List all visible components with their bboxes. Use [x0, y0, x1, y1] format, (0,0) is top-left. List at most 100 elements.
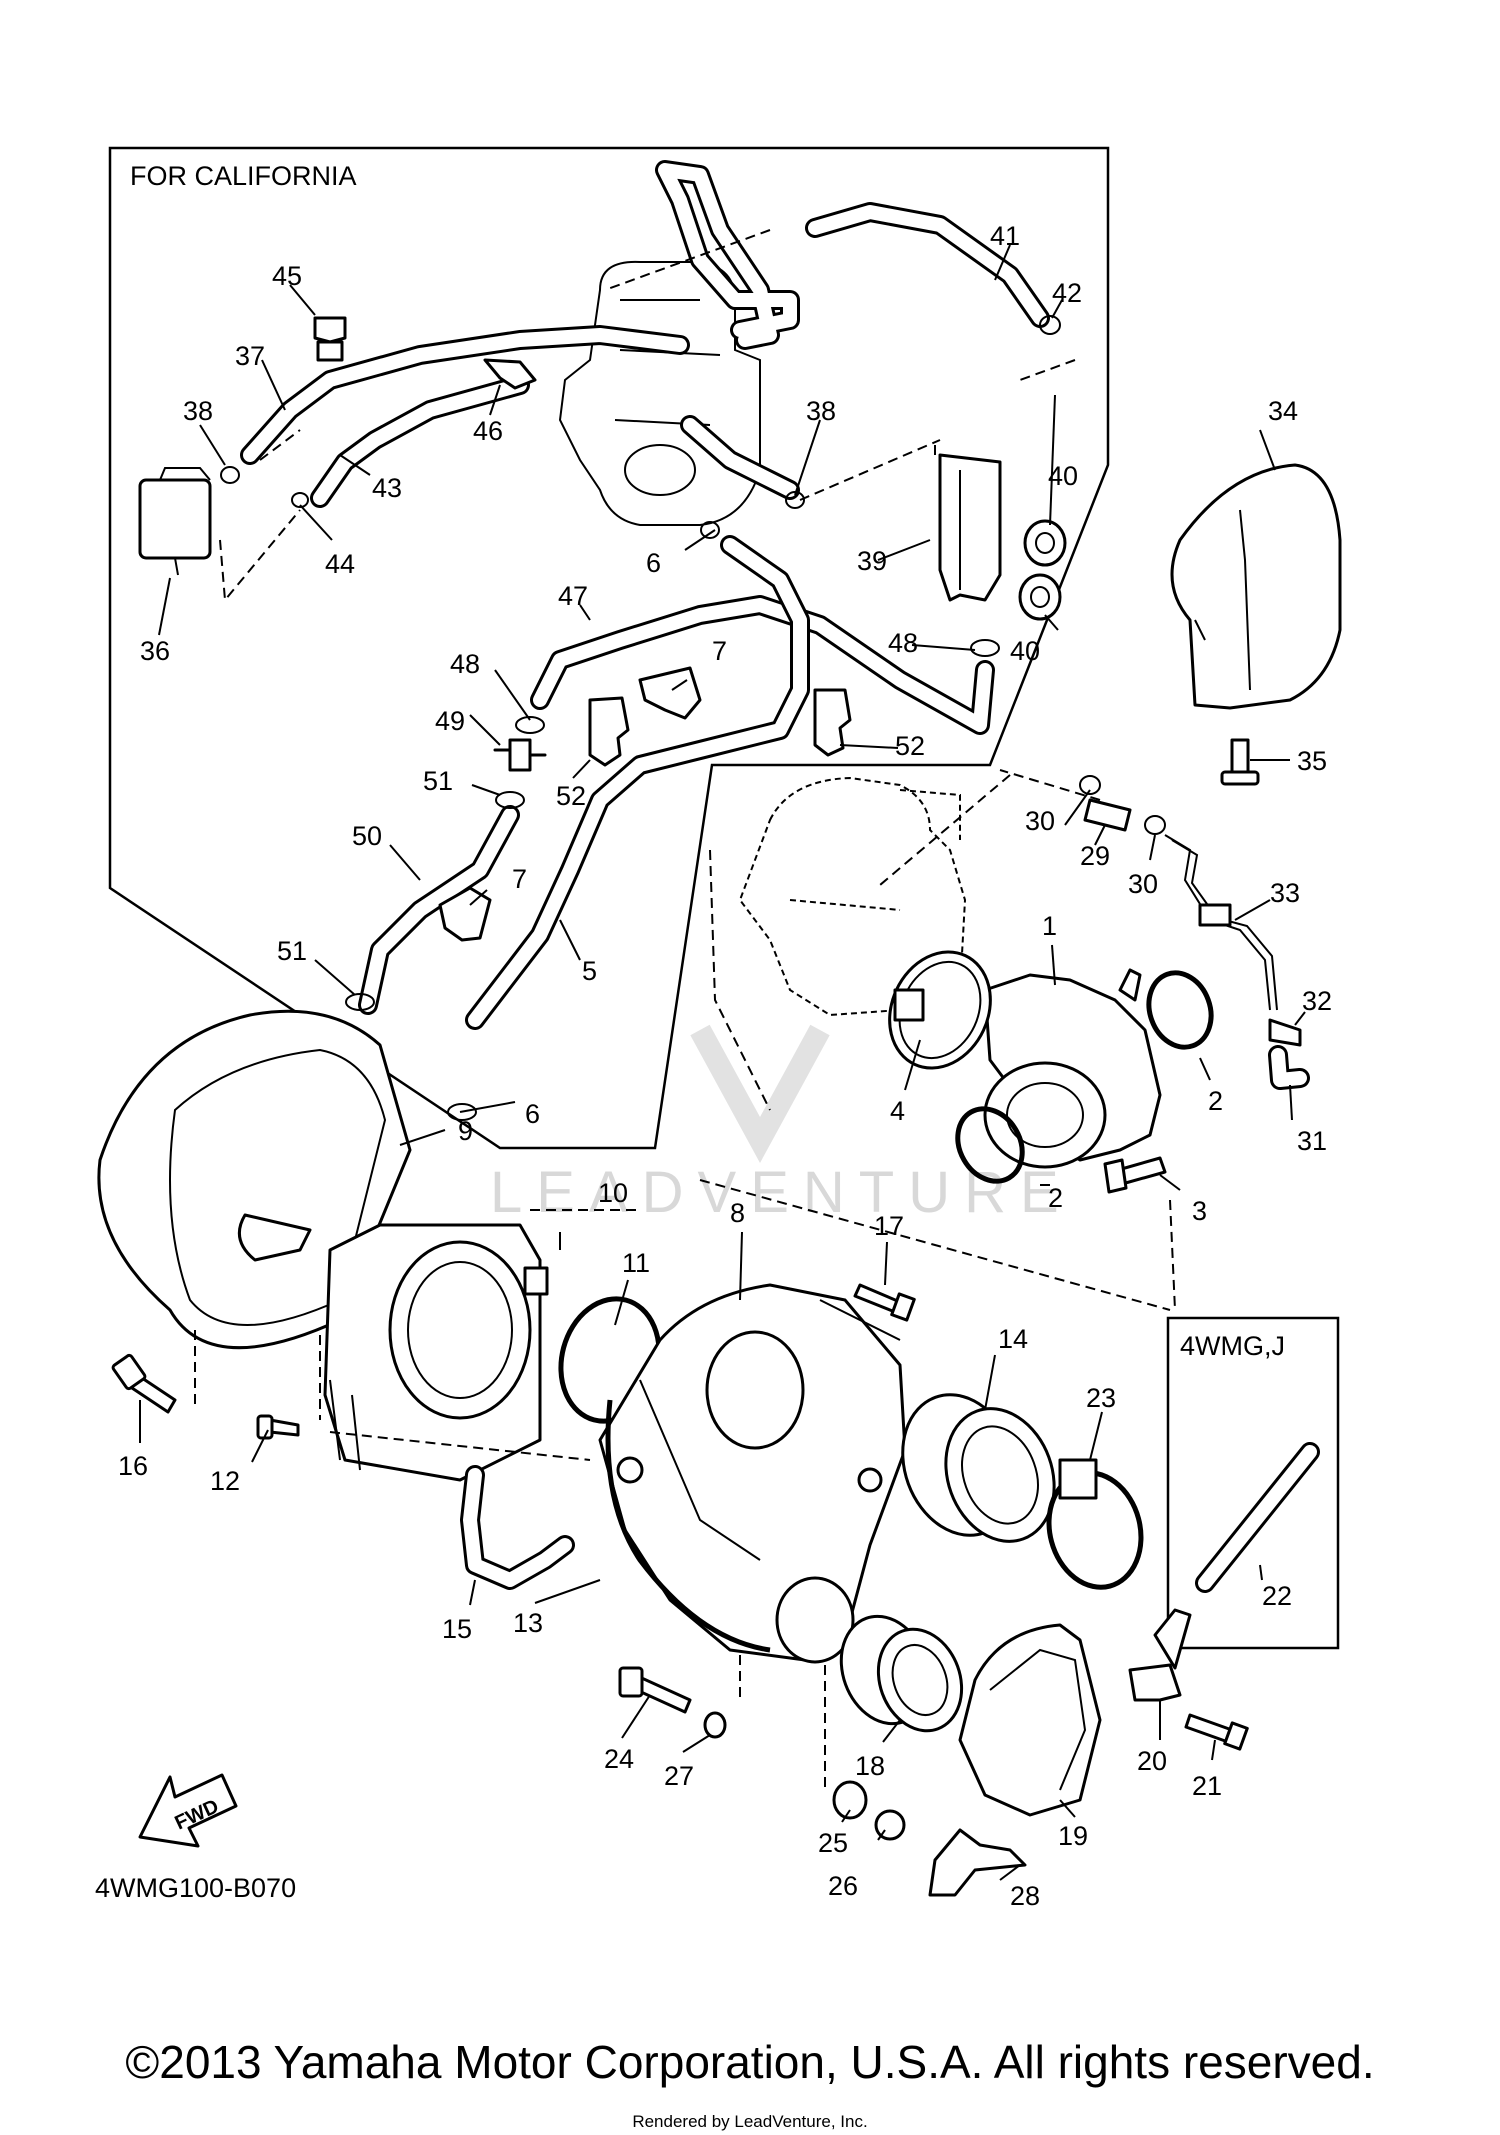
callout-49: 49 [435, 706, 465, 736]
callout-12: 12 [210, 1466, 240, 1496]
callout-6: 6 [646, 548, 661, 578]
variant-label: 4WMG,J [1180, 1331, 1285, 1361]
clip-32 [1268, 1018, 1302, 1047]
copyright-text: ©2013 Yamaha Motor Corporation, U.S.A. A… [125, 2036, 1375, 2088]
callout-3: 3 [1192, 1196, 1207, 1226]
holder-7a [638, 666, 702, 720]
callout-35: 35 [1297, 746, 1327, 776]
oring-2a [1146, 970, 1214, 1050]
callout-labels: 1 2 2 3 4 5 6 6 7 7 8 9 10 11 12 13 14 1… [118, 221, 1332, 1911]
callout-45: 45 [272, 261, 302, 291]
screw-12 [256, 1414, 300, 1440]
joint-18 [839, 1614, 964, 1733]
clamp-4 [888, 950, 992, 1070]
callout-40b: 40 [1010, 636, 1040, 666]
variant-frame: 4WMG,J [1166, 1316, 1340, 1650]
callout-33: 33 [1270, 878, 1300, 908]
hose-41 [805, 202, 1050, 328]
diagram-code: 4WMG100-B070 [95, 1873, 296, 1903]
screw-21 [1184, 1713, 1249, 1751]
screw-3 [1103, 1156, 1167, 1194]
callout-44: 44 [325, 549, 355, 579]
callout-46: 46 [473, 416, 503, 446]
ghost-lines-lower [194, 1209, 826, 1790]
callout-24: 24 [604, 1744, 634, 1774]
hose-29 [1083, 798, 1132, 832]
tee-49 [493, 738, 547, 772]
callout-26: 26 [828, 1871, 858, 1901]
hose-carb-side [680, 415, 800, 500]
callout-36: 36 [140, 636, 170, 666]
callout-40: 40 [1048, 461, 1078, 491]
grommet-40a [1023, 519, 1067, 567]
callout-30b: 30 [1128, 869, 1158, 899]
callout-29: 29 [1080, 841, 1110, 871]
callout-25: 25 [818, 1828, 848, 1858]
hose-top-loop [655, 160, 800, 350]
callout-42: 42 [1052, 278, 1082, 308]
hose-37 [240, 325, 690, 465]
callout-4: 4 [890, 1096, 905, 1126]
callout-16: 16 [118, 1451, 148, 1481]
ghost-lines-california [219, 229, 1076, 603]
screw-17 [853, 1283, 916, 1322]
callout-11: 11 [622, 1248, 650, 1278]
hose-50 [358, 805, 520, 1015]
callout-6b: 6 [525, 1099, 540, 1129]
callout-32: 32 [1302, 986, 1332, 1016]
hose-22 [1195, 1442, 1320, 1593]
bolt-16 [111, 1353, 177, 1414]
intake-joint-1 [983, 968, 1162, 1169]
callout-10: 10 [598, 1178, 628, 1208]
callout-48b: 48 [450, 649, 480, 679]
callout-14: 14 [998, 1324, 1028, 1354]
seal-13 [605, 1399, 771, 1653]
callout-52: 52 [556, 781, 586, 811]
bolt-35 [1220, 738, 1260, 786]
callout-37: 37 [235, 341, 265, 371]
cover-19 [958, 1623, 1102, 1817]
hose-5 [465, 535, 810, 1030]
bracket-28 [928, 1828, 1027, 1897]
clamp-52a [588, 696, 630, 767]
hose-47 [530, 595, 995, 735]
collar-26 [874, 1809, 906, 1841]
fwd-arrow-icon: FWD [138, 1773, 238, 1848]
california-frame: FOR CALIFORNIA [108, 146, 1110, 1150]
clip-45 [313, 316, 347, 362]
washer-27 [703, 1711, 727, 1739]
callout-18: 18 [855, 1751, 885, 1781]
callout-23: 23 [1086, 1383, 1116, 1413]
callout-9: 9 [458, 1116, 473, 1146]
callout-8: 8 [730, 1198, 745, 1228]
callout-20: 20 [1137, 1746, 1167, 1776]
callout-7b: 7 [512, 864, 527, 894]
callout-19: 19 [1058, 1821, 1088, 1851]
callout-7: 7 [712, 636, 727, 666]
leader-lines [139, 244, 1306, 1881]
joint-14 [901, 1393, 1056, 1543]
callout-48: 48 [888, 628, 918, 658]
callout-52b: 52 [895, 731, 925, 761]
callout-27: 27 [664, 1761, 694, 1791]
rendered-by-text: Rendered by LeadVenture, Inc. [632, 2112, 868, 2131]
grommet-40b [1018, 573, 1062, 621]
callout-38: 38 [183, 396, 213, 426]
callout-30: 30 [1025, 806, 1055, 836]
hose-15 [460, 1465, 575, 1590]
bolt-24 [618, 1666, 692, 1714]
element-10 [323, 1223, 549, 1482]
callout-34: 34 [1268, 396, 1298, 426]
callout-1: 1 [1042, 911, 1057, 941]
california-label: FOR CALIFORNIA [130, 161, 357, 191]
clamp-52b [813, 688, 852, 757]
callout-28: 28 [1010, 1881, 1040, 1911]
side-cover-34 [1170, 463, 1342, 710]
solenoid-36 [138, 467, 212, 576]
callout-5: 5 [582, 956, 597, 986]
hose-43 [310, 375, 530, 508]
callout-43: 43 [372, 473, 402, 503]
callout-17: 17 [874, 1211, 904, 1241]
grommet-25 [832, 1780, 868, 1820]
